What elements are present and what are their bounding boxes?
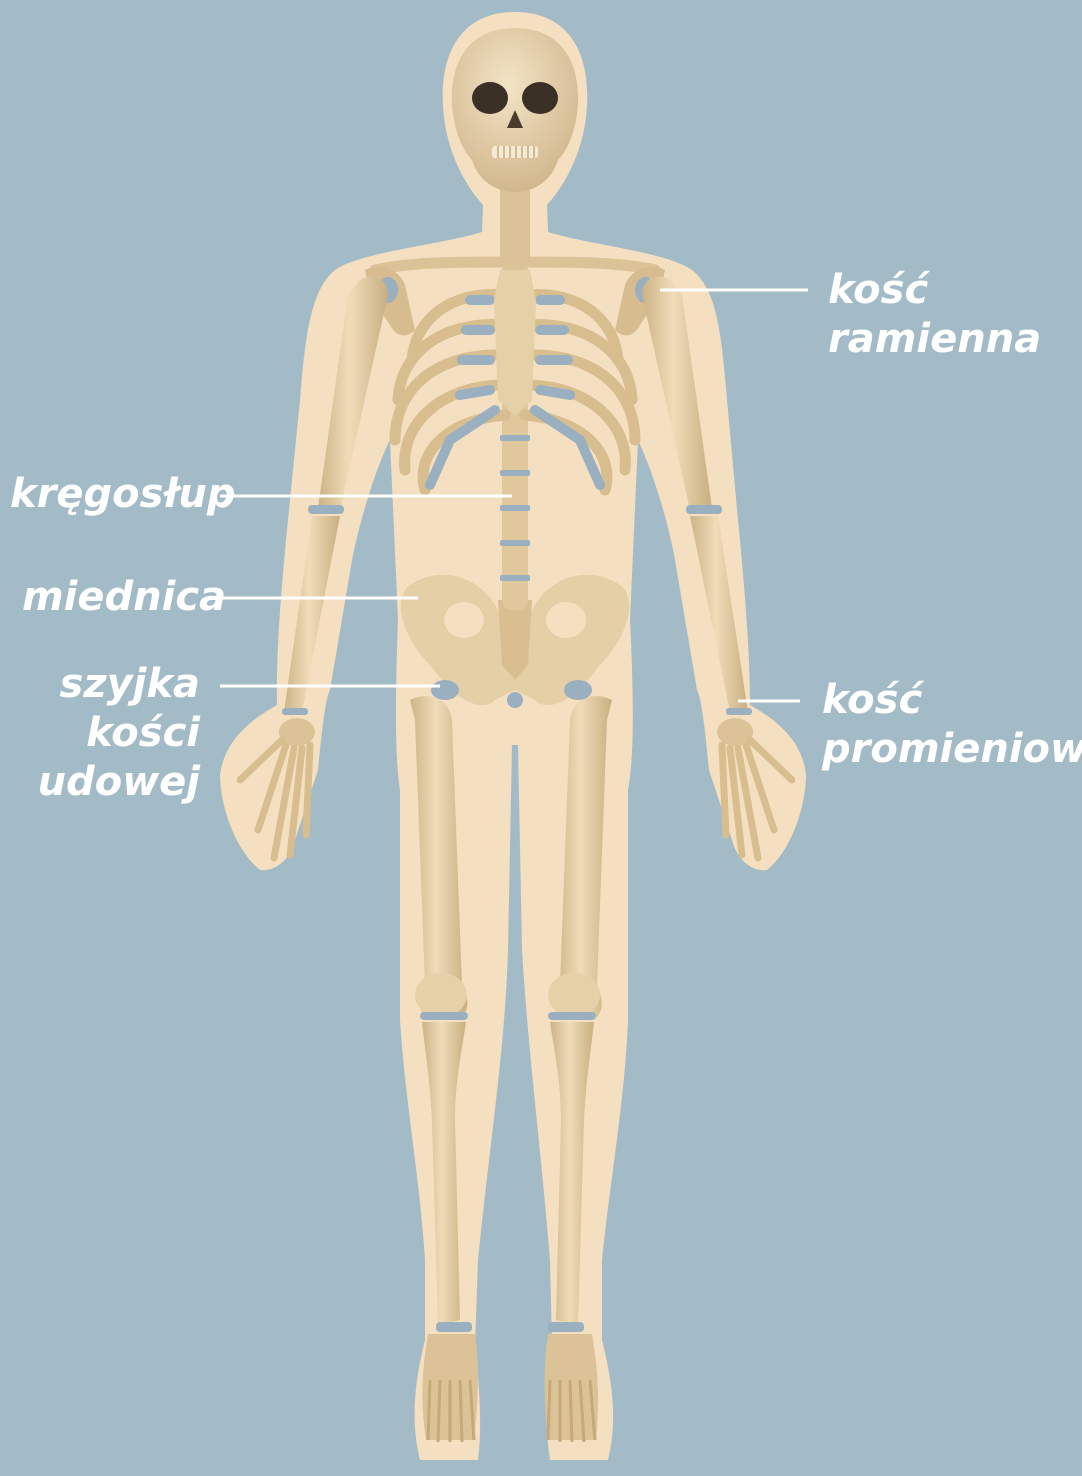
label-humerus-line1: kość bbox=[828, 266, 1041, 315]
label-femoral-neck-line1: szyjka bbox=[38, 660, 200, 709]
label-femoral-neck: szyjka kości udowej bbox=[38, 660, 200, 807]
label-radius: kość promieniowa bbox=[822, 676, 1082, 774]
label-radius-line2: promieniowa bbox=[822, 725, 1082, 774]
label-spine: kręgosłup bbox=[10, 470, 236, 519]
foot-bones bbox=[422, 1334, 598, 1442]
label-femoral-neck-line2: kości bbox=[38, 709, 200, 758]
skull bbox=[452, 28, 578, 270]
label-humerus-line2: ramienna bbox=[828, 315, 1041, 364]
label-humerus: kość ramienna bbox=[828, 266, 1041, 364]
label-femoral-neck-line3: udowej bbox=[38, 758, 200, 807]
label-pelvis: miednica bbox=[22, 573, 226, 622]
label-radius-line1: kość bbox=[822, 676, 1082, 725]
